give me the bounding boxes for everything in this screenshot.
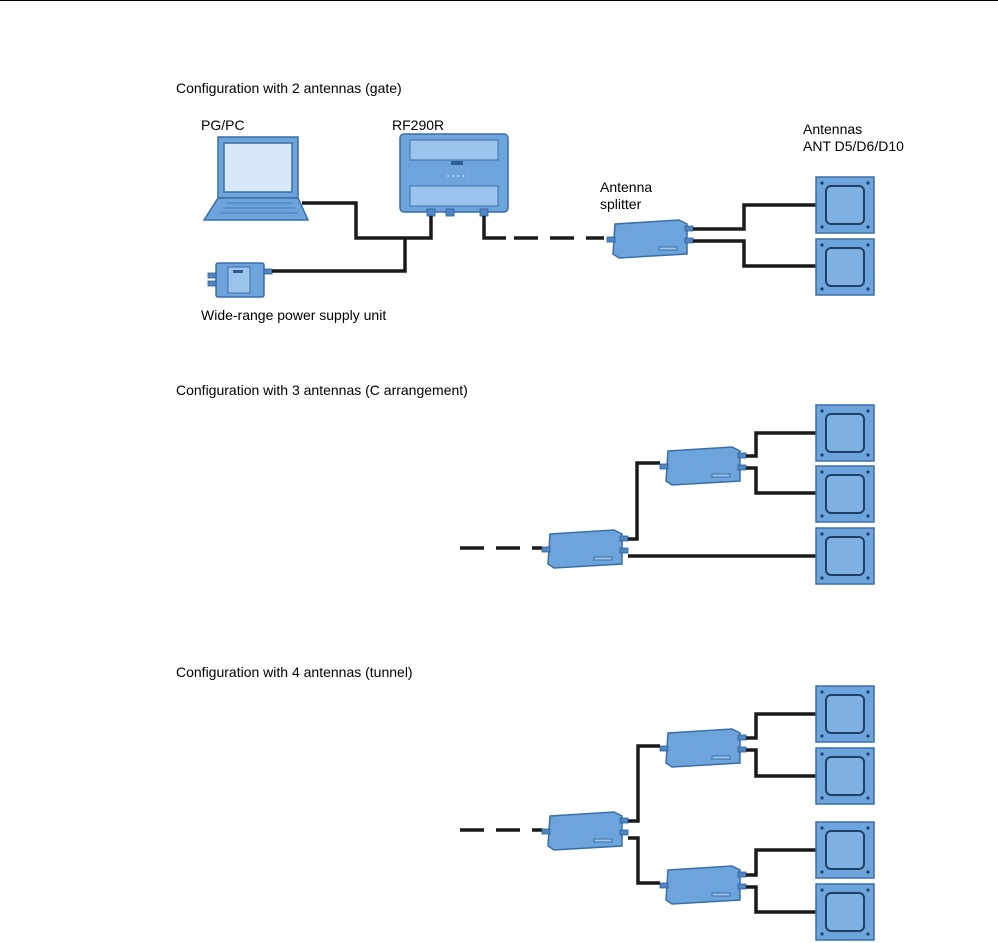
splitter-icon xyxy=(542,530,628,568)
cable-reader-splitter xyxy=(484,216,506,238)
cable-splitter-antenna-2 xyxy=(746,468,816,493)
antennas-label-line1: Antennas xyxy=(803,121,862,138)
cable-splitter-to-lower-splitter xyxy=(628,838,660,883)
reader-label: RF290R xyxy=(392,117,444,134)
splitter-icon xyxy=(607,220,693,258)
section-title-tunnel: Configuration with 4 antennas (tunnel) xyxy=(176,664,413,681)
antenna-icon xyxy=(816,686,874,742)
splitter-icon xyxy=(542,812,628,850)
cable-splitter-to-splitter xyxy=(628,463,660,539)
splitter-icon xyxy=(660,866,746,904)
cable-splitter-antenna-1 xyxy=(746,433,816,456)
splitter-icon xyxy=(660,447,746,485)
antenna-icon xyxy=(816,405,874,461)
cable-splitter-to-upper-splitter xyxy=(628,746,660,821)
antenna-icon xyxy=(816,466,874,522)
cable-splitter-antenna-2 xyxy=(693,241,816,266)
cable-splitter-antenna-1 xyxy=(693,205,816,229)
cable-splitter-antenna-2 xyxy=(746,750,816,776)
antenna-icon xyxy=(816,239,874,295)
antenna-icon xyxy=(816,748,874,804)
section-title-c-arrangement: Configuration with 3 antennas (C arrange… xyxy=(176,382,468,399)
antenna-icon xyxy=(816,822,874,878)
pgpc-label: PG/PC xyxy=(201,117,245,134)
cable-splitter-antenna-4 xyxy=(746,887,816,912)
power-supply-label: Wide-range power supply unit xyxy=(201,307,386,324)
splitter-label-line1: Antenna xyxy=(600,179,652,196)
splitter-label-line2: splitter xyxy=(600,196,641,213)
laptop-icon xyxy=(204,137,308,220)
splitter-icon xyxy=(660,729,746,767)
section-title-gate: Configuration with 2 antennas (gate) xyxy=(176,80,402,97)
antennas-label-line2: ANT D5/D6/D10 xyxy=(803,138,904,155)
cable-splitter-antenna-3 xyxy=(746,850,816,875)
antenna-icon xyxy=(816,528,874,584)
cable-splitter-antenna-1 xyxy=(746,714,816,738)
cable-power-reader xyxy=(272,238,405,271)
antenna-icon xyxy=(816,884,874,940)
power-supply-icon xyxy=(208,263,272,297)
reader-icon xyxy=(400,134,508,216)
antenna-icon xyxy=(816,177,874,233)
